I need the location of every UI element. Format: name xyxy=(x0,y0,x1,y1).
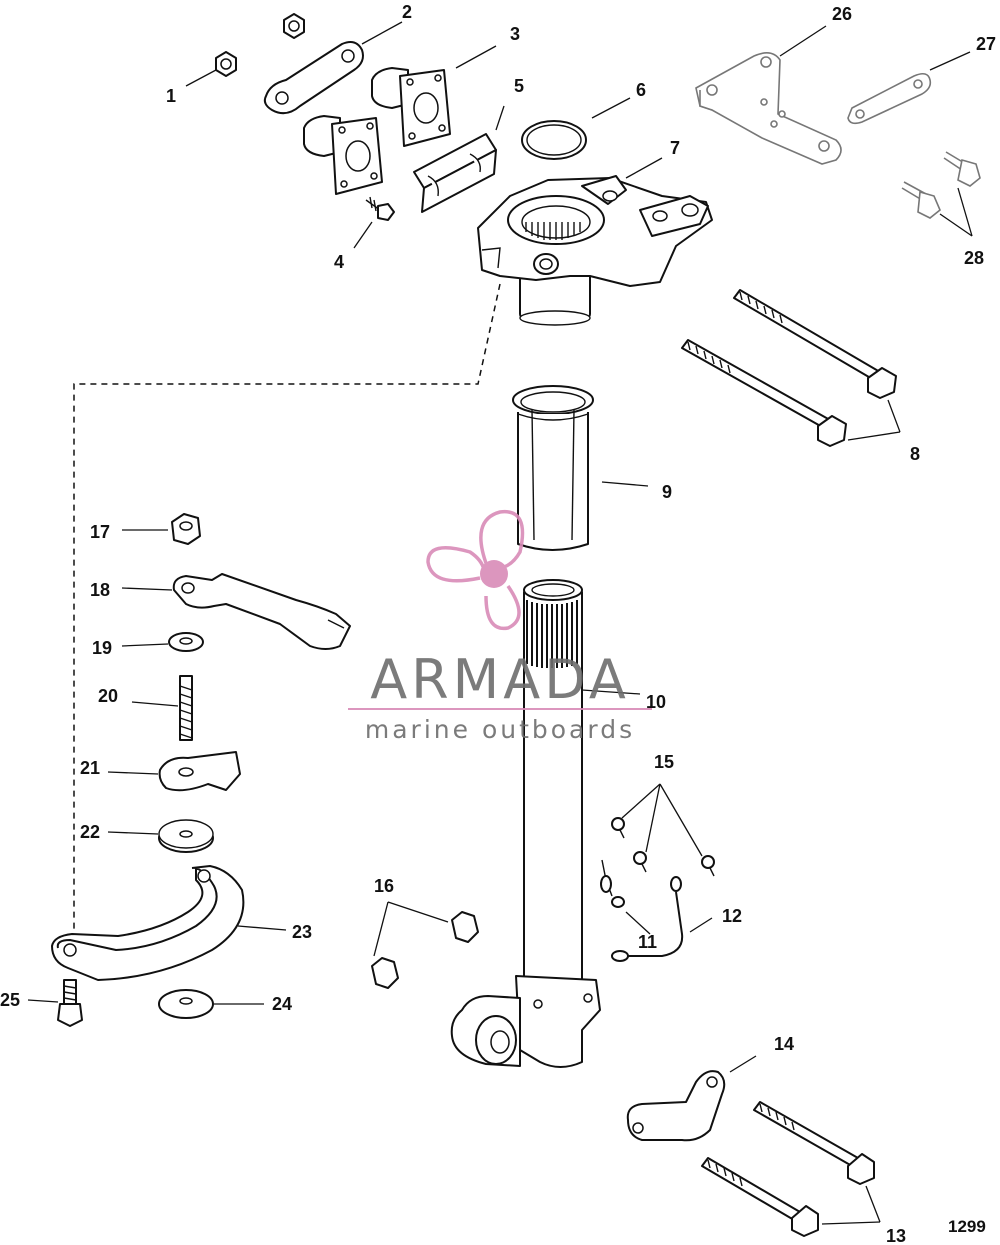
part-4-bolt xyxy=(365,196,395,221)
callout-19: 19 xyxy=(92,638,112,658)
part-26-bracket xyxy=(695,52,842,165)
part-18-arm xyxy=(172,573,351,650)
part-28-bolts xyxy=(901,151,981,219)
part-5-plate xyxy=(413,133,497,213)
callout-4: 4 xyxy=(334,252,344,272)
part-16-nuts xyxy=(371,911,479,989)
callout-14: 14 xyxy=(774,1034,794,1054)
callout-23: 23 xyxy=(292,922,312,942)
part-23-steering-link xyxy=(51,865,245,981)
part-19-washer xyxy=(168,632,204,652)
callout-24: 24 xyxy=(272,994,292,1014)
part-14-clamp xyxy=(626,1070,726,1142)
part-20-stud xyxy=(179,675,193,741)
part-22-friction-pad xyxy=(158,819,214,853)
watermark-tagline: marine outboards xyxy=(365,715,635,744)
callout-10: 10 xyxy=(646,692,666,712)
callout-7: 7 xyxy=(670,138,680,158)
callout-16: 16 xyxy=(374,876,394,896)
callout-13: 13 xyxy=(886,1226,906,1245)
figure-number: 1299 xyxy=(948,1217,986,1236)
callout-3: 3 xyxy=(510,24,520,44)
part-3-mount-upper xyxy=(371,67,451,147)
part-25-bolt xyxy=(57,979,83,1027)
part-27-strap xyxy=(847,72,932,125)
propeller-logo-icon xyxy=(426,509,525,631)
callout-11: 11 xyxy=(638,932,657,952)
callout-20: 20 xyxy=(98,686,118,706)
callout-28: 28 xyxy=(964,248,984,268)
part-2-nut xyxy=(283,13,305,39)
callout-26: 26 xyxy=(832,4,852,24)
part-6-ring xyxy=(521,120,587,160)
watermark-brand: ARMADA xyxy=(370,648,630,711)
part-8-bolts xyxy=(681,289,897,447)
leader-lines xyxy=(27,21,973,1225)
callout-18: 18 xyxy=(90,580,110,600)
part-11-ground-strap xyxy=(600,859,625,908)
part-13-bolts xyxy=(701,1101,875,1237)
callout-2: 2 xyxy=(402,2,412,22)
part-24-friction-pad xyxy=(158,989,214,1019)
part-15-screws xyxy=(611,817,715,877)
part-1-nut xyxy=(215,51,237,77)
callout-21: 21 xyxy=(80,758,100,778)
callout-12: 12 xyxy=(722,906,742,926)
callout-9: 9 xyxy=(662,482,672,502)
part-17-nut xyxy=(171,513,201,545)
callout-27: 27 xyxy=(976,34,996,54)
part-3-mount-lower xyxy=(303,115,383,195)
part-2-strap-plate xyxy=(263,41,364,115)
part-7-swivel-bracket xyxy=(477,175,713,326)
callout-1: 1 xyxy=(166,86,176,106)
callout-5: 5 xyxy=(514,76,524,96)
part-10-tube xyxy=(450,579,601,1068)
watermark: ARMADA marine outboards xyxy=(348,509,652,744)
part-12-ground-lead xyxy=(611,876,684,962)
callout-17: 17 xyxy=(90,522,110,542)
callout-8: 8 xyxy=(910,444,920,464)
callout-6: 6 xyxy=(636,80,646,100)
callout-15: 15 xyxy=(654,752,674,772)
part-9-sleeve xyxy=(512,385,594,551)
part-21-tab-washer xyxy=(158,751,241,792)
callout-25: 25 xyxy=(0,990,20,1010)
callout-22: 22 xyxy=(80,822,100,842)
